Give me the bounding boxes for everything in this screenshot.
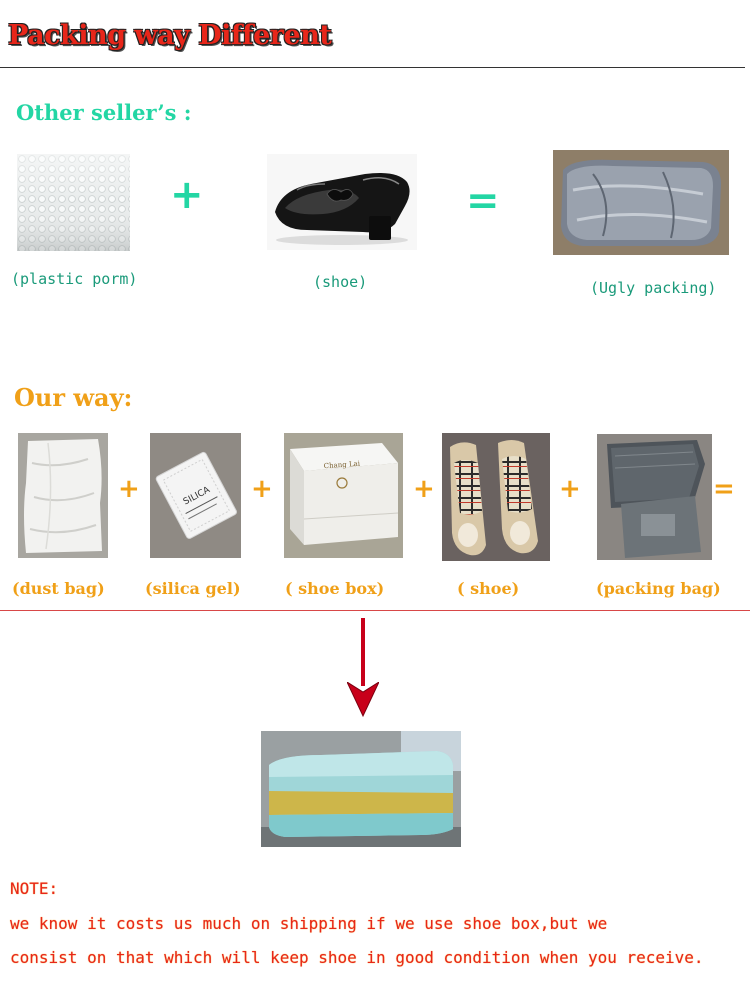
dust-bag-photo bbox=[18, 433, 108, 558]
equals-sign: = bbox=[713, 474, 735, 504]
packing-bag-caption: (packing bag) bbox=[596, 579, 721, 598]
black-shoe-photo bbox=[267, 154, 417, 250]
page-title: Packing way Different bbox=[8, 20, 332, 51]
section-divider bbox=[0, 610, 750, 611]
plus-sign: + bbox=[559, 474, 581, 504]
arrow-shaft bbox=[361, 618, 365, 686]
dust-bag-caption: (dust bag) bbox=[12, 579, 105, 598]
title-divider bbox=[0, 67, 745, 68]
our-way-heading: Our way: bbox=[14, 383, 133, 412]
ugly-packing-caption: (Ugly packing) bbox=[590, 279, 717, 297]
silica-gel-photo: SILICA bbox=[150, 433, 241, 558]
note-heading: NOTE: bbox=[10, 879, 59, 898]
shoe-caption: (shoe) bbox=[313, 273, 368, 291]
plastic-caption: (plastic porm) bbox=[11, 270, 138, 288]
plus-sign: + bbox=[413, 474, 435, 504]
silica-gel-caption: (silica gel) bbox=[145, 579, 241, 598]
plus-sign: + bbox=[251, 474, 273, 504]
note-text-line-1: we know it costs us much on shipping if … bbox=[10, 914, 608, 933]
packed-box-photo bbox=[261, 731, 461, 847]
plus-sign: + bbox=[118, 474, 140, 504]
other-sellers-heading: Other seller’s : bbox=[16, 100, 192, 125]
bubble-wrap-photo bbox=[17, 154, 130, 251]
shoe-box-photo: Chang Lai bbox=[284, 433, 403, 558]
equals-sign: = bbox=[466, 178, 500, 224]
arrow-down-icon bbox=[345, 680, 381, 718]
wrapped-package-photo bbox=[553, 150, 729, 255]
shoe-caption: ( shoe) bbox=[457, 579, 520, 598]
note-text-line-2: consist on that which will keep shoe in … bbox=[10, 948, 704, 967]
plaid-shoes-photo bbox=[442, 433, 550, 561]
shoe-box-caption: ( shoe box) bbox=[285, 579, 385, 598]
box-brand-label: Chang Lai bbox=[323, 460, 361, 471]
packing-bags-photo bbox=[597, 434, 712, 560]
plus-sign: + bbox=[170, 172, 204, 218]
